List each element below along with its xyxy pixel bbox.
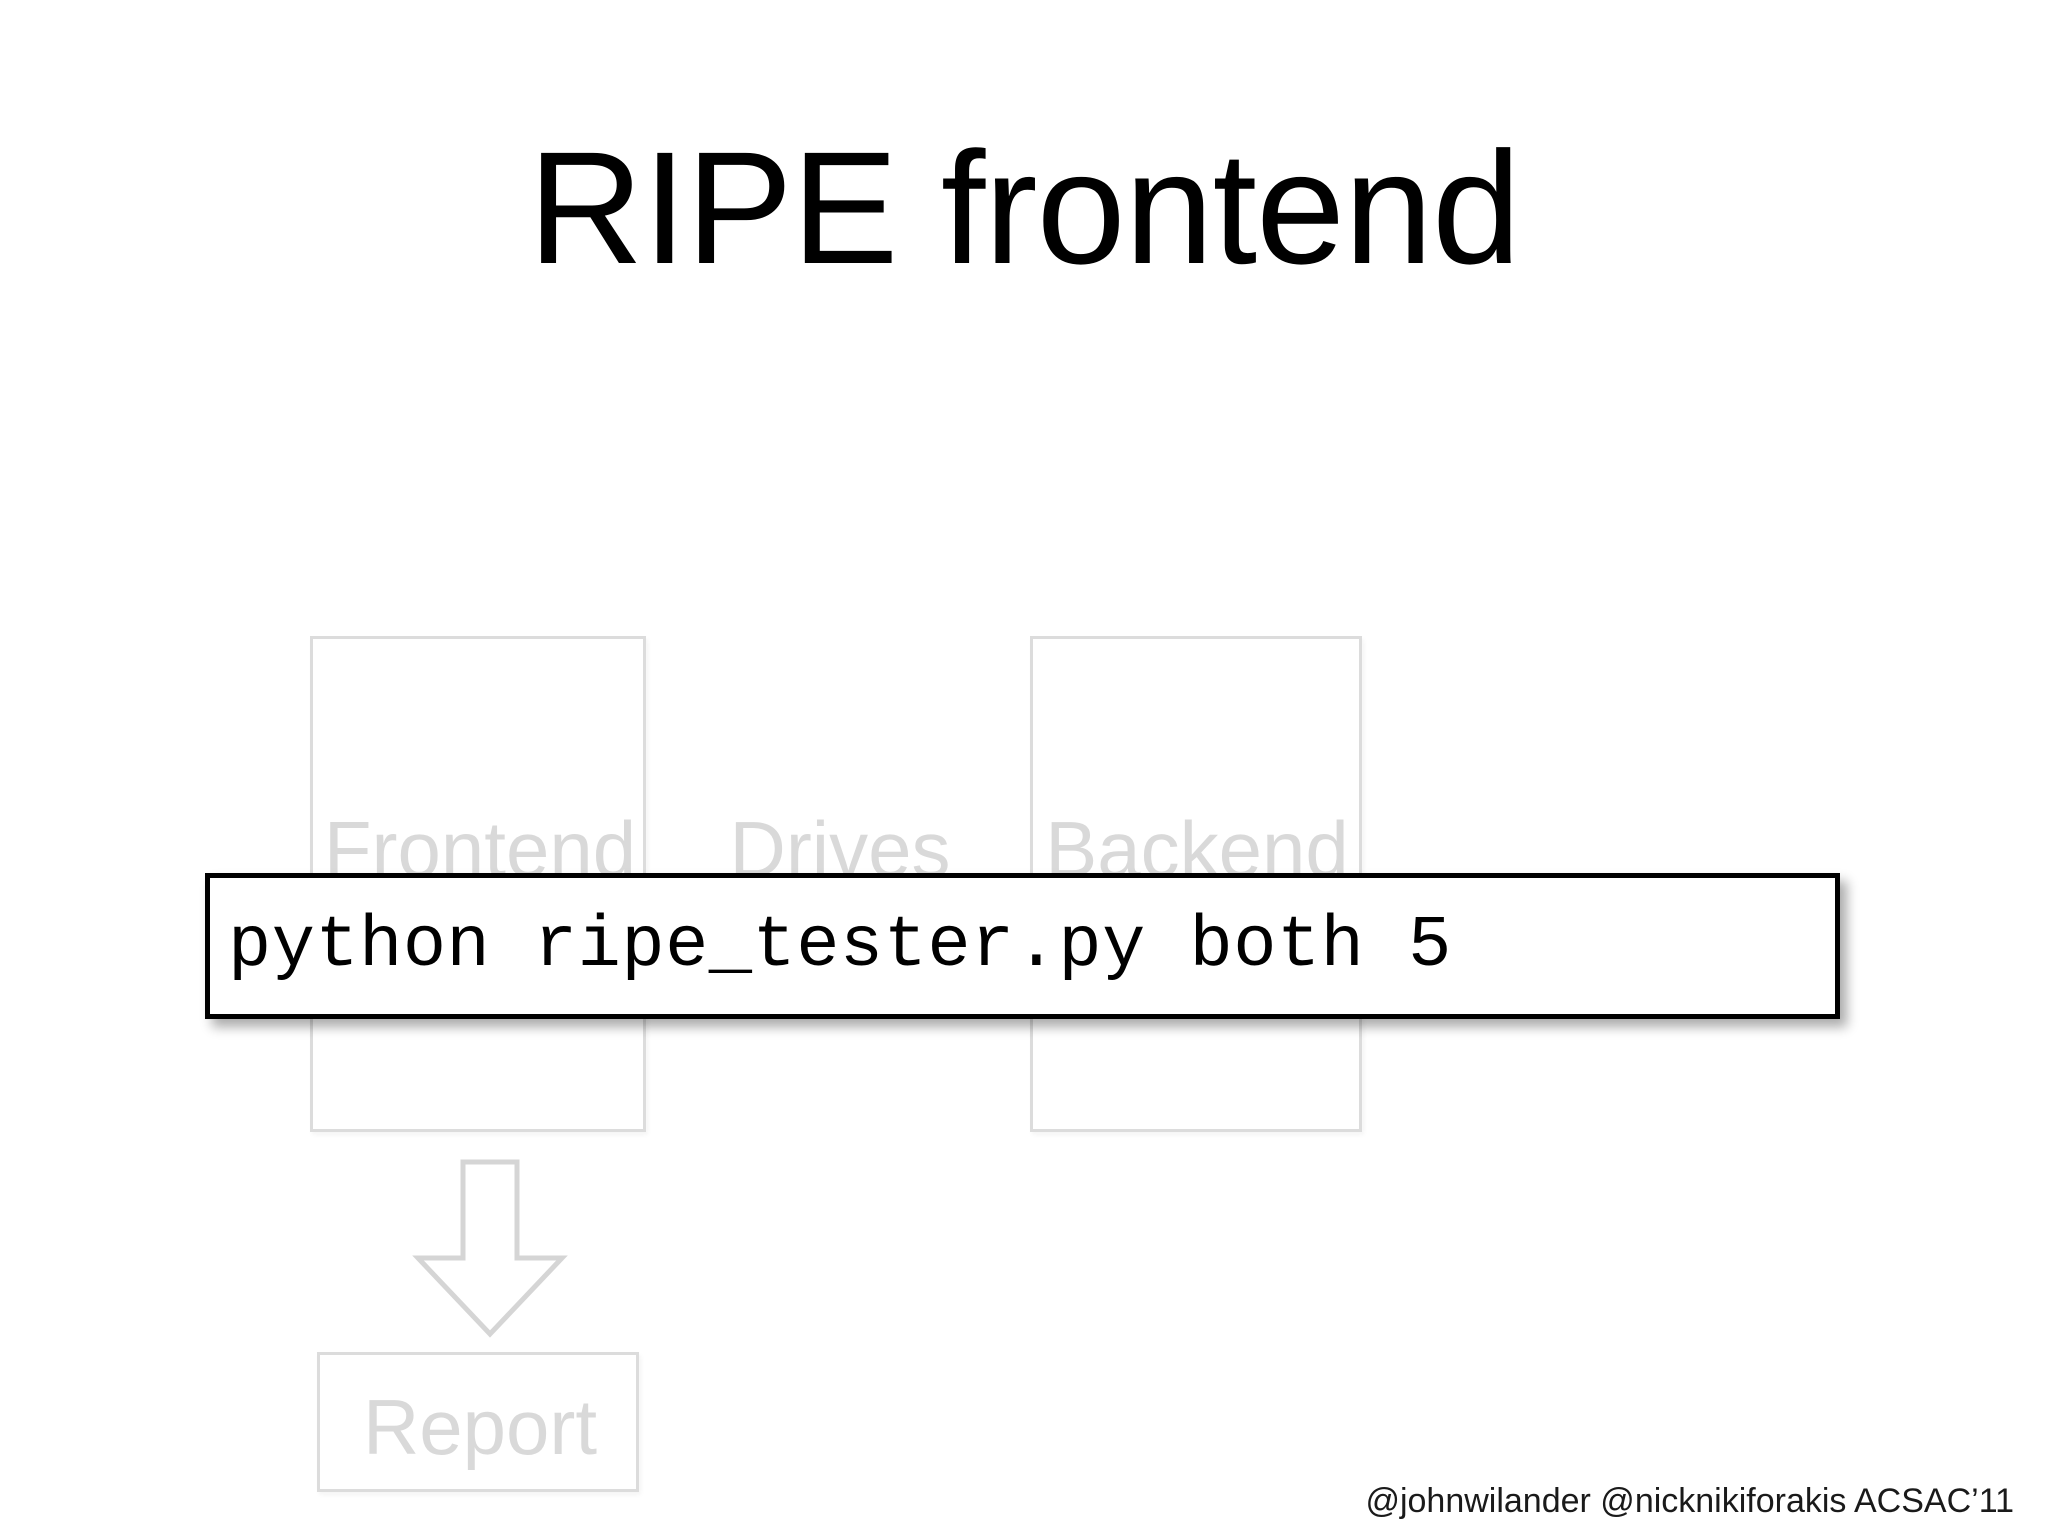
down-arrow-icon <box>412 1159 568 1338</box>
command-callout: python ripe_tester.py both 5 <box>205 873 1840 1019</box>
command-text: python ripe_tester.py both 5 <box>228 905 1452 987</box>
footer-credit: @johnwilander @nicknikiforakis ACSAC’11 <box>1365 1482 2014 1520</box>
slide-title: RIPE frontend <box>528 118 1521 297</box>
diagram-box-report <box>317 1352 639 1492</box>
diagram-label-report: Report <box>362 1383 598 1471</box>
